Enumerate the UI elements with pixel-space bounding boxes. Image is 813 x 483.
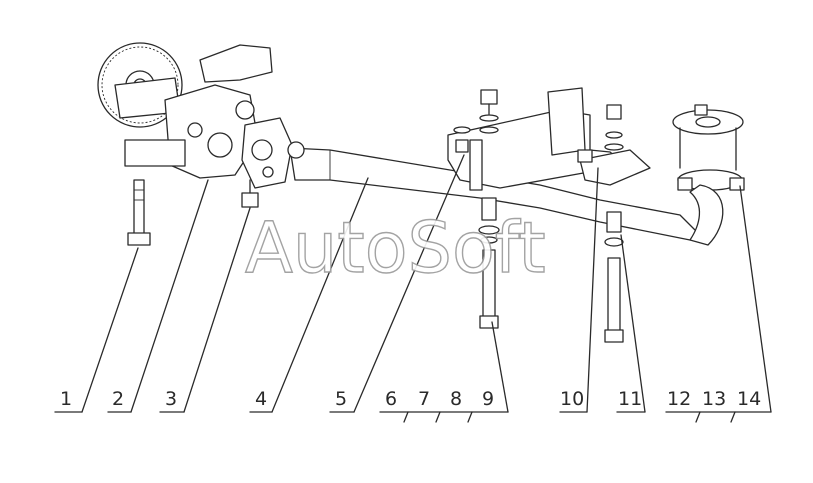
- callout-8: 8: [450, 388, 462, 410]
- bolt-3: [241, 179, 259, 208]
- leader-lines: [54, 154, 772, 423]
- callout-labels: 1 2 3 4 5 6 7 8 9 10 11 12 13 14: [60, 388, 761, 410]
- callout-7: 7: [418, 388, 430, 410]
- callout-13: 13: [702, 388, 726, 410]
- callout-14: 14: [737, 388, 761, 410]
- callout-9: 9: [482, 388, 494, 410]
- fastener-stack-right: [577, 104, 624, 343]
- fastener-stack-left: [453, 89, 500, 329]
- watermark: AutoSoft: [245, 207, 546, 289]
- callout-11: 11: [618, 388, 642, 410]
- oil-strainer: [672, 104, 745, 246]
- bolt-1: [127, 179, 151, 246]
- support-bracket: [447, 87, 651, 191]
- pump-housing: [114, 44, 293, 189]
- callout-6: 6: [385, 388, 397, 410]
- callout-1: 1: [60, 388, 72, 410]
- callout-3: 3: [165, 388, 177, 410]
- callout-5: 5: [335, 388, 347, 410]
- callout-12: 12: [667, 388, 691, 410]
- callout-2: 2: [112, 388, 124, 410]
- callout-4: 4: [255, 388, 267, 410]
- callout-10: 10: [560, 388, 584, 410]
